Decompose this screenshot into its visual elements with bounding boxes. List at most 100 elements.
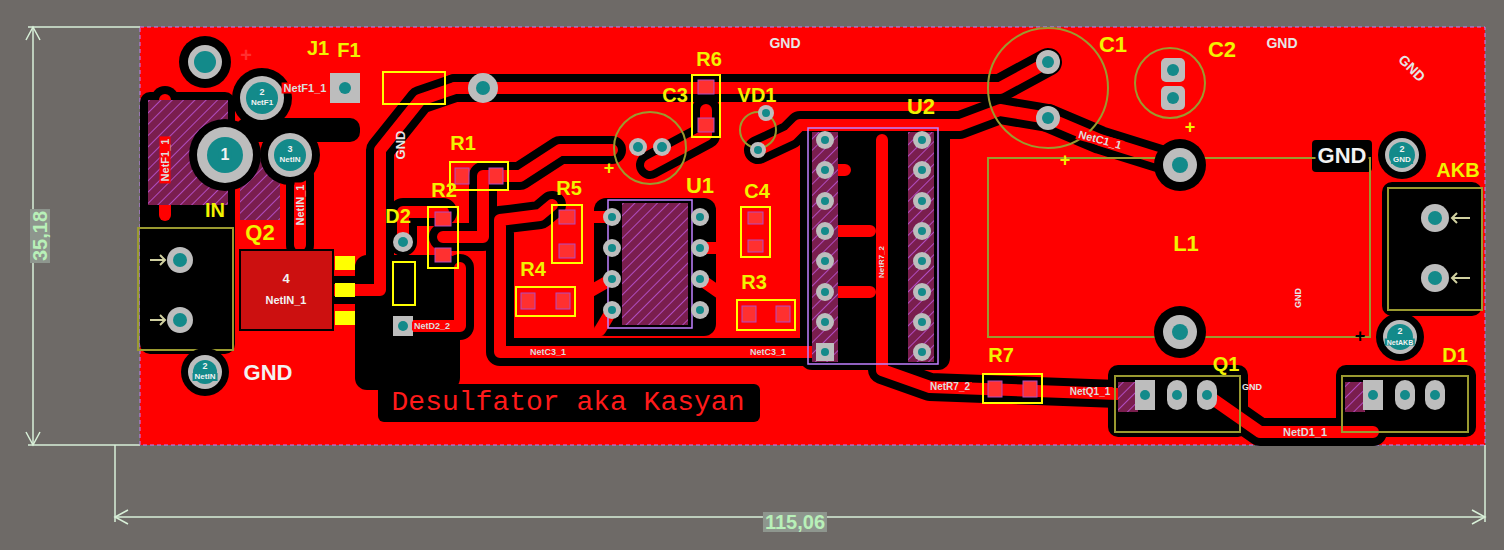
connector-arrows <box>150 213 1470 325</box>
through-hole-pads-part <box>1036 50 1060 74</box>
through-hole-pads-part <box>1167 92 1179 104</box>
hatched-copper-part <box>908 132 934 362</box>
net-label: NetF1_1 <box>282 83 329 94</box>
through-hole-pads-part <box>1140 390 1150 400</box>
through-hole-pads-part <box>268 133 312 177</box>
ic-pad-holes-part <box>696 213 704 221</box>
ic-pad-holes-part <box>696 275 704 283</box>
pad-isolation-part <box>1378 131 1426 179</box>
designator: C2 <box>1206 39 1238 61</box>
designator: R2 <box>429 180 459 200</box>
designator: R1 <box>448 133 478 153</box>
through-hole-pads-part <box>629 138 647 156</box>
through-hole-pads-part <box>194 51 216 73</box>
designator: Q1 <box>1211 354 1242 374</box>
component-circles-part <box>614 112 686 184</box>
hatched-copper <box>148 100 1365 412</box>
smd-pads-part <box>776 306 790 322</box>
isolation-areas <box>140 92 1482 437</box>
isolation-areas-part <box>378 384 760 422</box>
through-hole-pads-part <box>398 237 408 247</box>
net-label: GND <box>1294 286 1303 310</box>
ic-pads-part <box>913 161 931 179</box>
ic-pad-holes-part <box>821 227 829 235</box>
ic-pads-part <box>816 161 834 179</box>
through-hole-pads-part <box>1425 380 1445 410</box>
designator: D1 <box>1440 345 1470 365</box>
designator: R6 <box>694 49 724 69</box>
net-label: NetAKB <box>1385 339 1415 346</box>
through-hole-pads-part <box>167 307 193 333</box>
through-hole-pads-part <box>468 73 498 103</box>
component-outlines <box>383 72 1042 403</box>
pad-isolation-part <box>179 36 231 88</box>
smd-pads-part <box>521 293 535 309</box>
q2-transistor-part <box>335 311 355 325</box>
net-label: GND <box>242 362 295 384</box>
net-label: NetIN_1 <box>295 183 306 228</box>
ic-pad-holes-part <box>821 288 829 296</box>
component-circles-part <box>1115 376 1240 432</box>
net-label: NetF1 <box>249 99 275 107</box>
ic-pad-holes-part <box>918 227 926 235</box>
ic-pads-part <box>816 131 834 149</box>
through-hole-pads <box>167 45 1449 410</box>
copper-traces-part-part <box>294 175 306 245</box>
component-outlines-part <box>450 162 508 190</box>
through-hole-pads-part <box>173 313 187 327</box>
through-hole-pads-part <box>246 82 278 114</box>
board <box>140 27 1485 445</box>
smd-pads-part <box>742 306 756 322</box>
ic-pad-holes-part <box>821 318 829 326</box>
net-label: GND <box>394 129 407 162</box>
through-hole-pads-part <box>1042 56 1054 68</box>
ic-pad-holes-part <box>918 166 926 174</box>
board-part <box>140 27 1485 445</box>
designator: C3 <box>660 85 690 105</box>
designator: R7 <box>986 345 1016 365</box>
d2-diode <box>393 262 415 305</box>
component-outlines-part <box>428 207 458 268</box>
net-label: GND <box>1240 383 1264 392</box>
net-label: NetIN <box>278 156 303 164</box>
ic-pad-holes-part <box>608 275 616 283</box>
polarity-mark: + <box>238 45 254 65</box>
copper-traces-part <box>165 62 1373 432</box>
through-hole-pads-part <box>173 253 187 267</box>
through-hole-pads-part <box>207 137 243 173</box>
ic-pad-holes-part <box>918 348 926 356</box>
ic-pad-holes-part <box>918 288 926 296</box>
through-hole-pads-part <box>758 105 774 121</box>
ic-pads-part <box>913 222 931 240</box>
smd-pads-part <box>435 212 451 226</box>
component-outlines-part <box>516 287 575 316</box>
ic-pad-holes-part <box>821 348 829 356</box>
through-hole-pads-part <box>398 321 408 331</box>
pad-isolation-part <box>1154 306 1206 358</box>
component-outlines-part <box>383 72 445 104</box>
d2-diode-part <box>395 290 413 303</box>
smd-pads-part <box>489 168 503 184</box>
net-label: NetD2_2 <box>412 322 452 331</box>
through-hole-pads-part <box>1167 380 1187 410</box>
ic-pad-holes-part <box>918 318 926 326</box>
net-label: NetD1_1 <box>1281 427 1329 438</box>
ic-pads-part <box>691 301 709 319</box>
component-outlines-part <box>552 205 582 263</box>
through-hole-pads-part <box>1163 148 1197 182</box>
ic-pads-part <box>691 239 709 257</box>
component-outlines-part <box>741 207 770 257</box>
component-circles-part <box>1135 48 1205 118</box>
isolation-areas-part <box>594 198 716 336</box>
pad-isolation <box>179 36 1426 396</box>
net-label: GND <box>1264 36 1299 50</box>
designator: C4 <box>742 181 772 201</box>
pad-isolation-part <box>1154 139 1206 191</box>
through-hole-pads-part <box>393 316 413 336</box>
designator: R3 <box>739 272 769 292</box>
dimension-lines-part <box>114 445 116 522</box>
through-hole-pads-part <box>1161 86 1185 110</box>
net-label: GND <box>767 36 802 50</box>
ic-pads-part <box>913 192 931 210</box>
